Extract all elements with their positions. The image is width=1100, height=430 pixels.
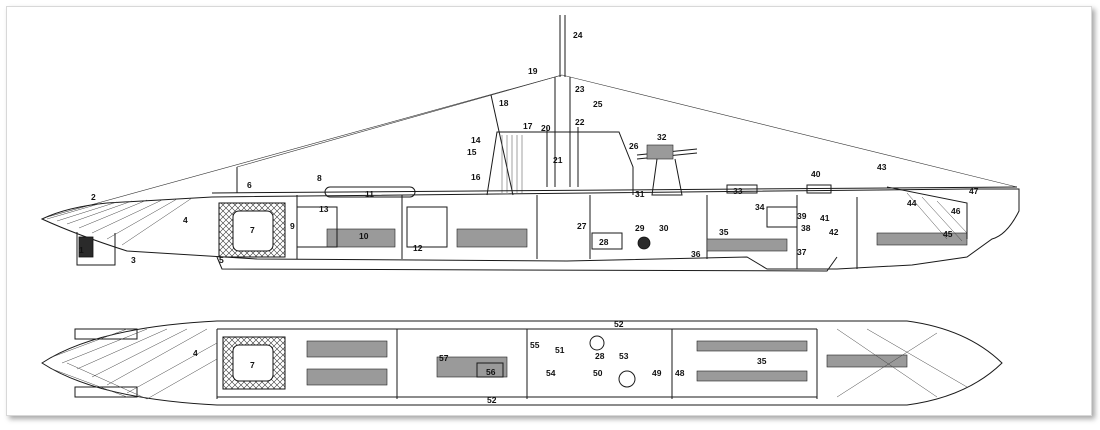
label-40: 40 [811, 169, 821, 179]
label-25: 25 [593, 99, 603, 109]
label-12: 12 [413, 243, 423, 253]
label-42: 42 [829, 227, 839, 237]
label-16: 16 [471, 172, 481, 182]
label-6: 6 [247, 180, 252, 190]
plan-label-49: 49 [652, 368, 662, 378]
label-35: 35 [719, 227, 729, 237]
label-8: 8 [317, 173, 322, 183]
label-39: 39 [797, 211, 807, 221]
label-22: 22 [575, 117, 585, 127]
label-46: 46 [951, 206, 961, 216]
label-43: 43 [877, 162, 887, 172]
plan-label-57: 57 [439, 353, 449, 363]
plan-label-51: 51 [555, 345, 565, 355]
plan-label-4: 4 [193, 348, 198, 358]
label-26: 26 [629, 141, 639, 151]
label-36: 36 [691, 249, 701, 259]
label-23: 23 [575, 84, 585, 94]
label-20: 20 [541, 123, 551, 133]
label-45: 45 [943, 229, 953, 239]
plan-label-28: 28 [595, 351, 605, 361]
label-29: 29 [635, 223, 645, 233]
label-34: 34 [755, 202, 765, 212]
label-27: 27 [577, 221, 587, 231]
label-4: 4 [183, 215, 188, 225]
label-10: 10 [359, 231, 369, 241]
label-41: 41 [820, 213, 830, 223]
label-30: 30 [659, 223, 669, 233]
side-profile [40, 15, 1020, 272]
plan-label-35: 35 [757, 356, 767, 366]
plan-label-50: 50 [593, 368, 603, 378]
label-9: 9 [290, 221, 295, 231]
label-28: 28 [599, 237, 609, 247]
label-37: 37 [797, 247, 807, 257]
label-47: 47 [969, 186, 979, 196]
submarine-drawing: 1 2 3 4 5 6 7 8 9 10 11 12 13 14 15 16 1… [40, 15, 1020, 406]
plan-label-7: 7 [250, 360, 255, 370]
label-21: 21 [553, 155, 563, 165]
label-5: 5 [219, 255, 224, 265]
label-7: 7 [250, 225, 255, 235]
label-11: 11 [365, 189, 374, 199]
plan-label-56: 56 [486, 367, 496, 377]
plan-view [41, 320, 1003, 406]
plan-label-52-top: 52 [614, 319, 624, 329]
label-2: 2 [91, 192, 96, 202]
label-31: 31 [635, 189, 645, 199]
label-32: 32 [657, 132, 667, 142]
plan-label-52-bottom: 52 [487, 395, 497, 405]
label-24: 24 [573, 30, 583, 40]
plan-label-53: 53 [619, 351, 629, 361]
label-38: 38 [801, 223, 811, 233]
label-18: 18 [499, 98, 509, 108]
label-1: 1 [79, 245, 84, 255]
label-44: 44 [907, 198, 917, 208]
plan-label-55: 55 [530, 340, 540, 350]
plan-label-48: 48 [675, 368, 685, 378]
drawing-frame: 1 2 3 4 5 6 7 8 9 10 11 12 13 14 15 16 1… [6, 6, 1092, 416]
label-19: 19 [528, 66, 538, 76]
profile-labels: 1 2 3 4 5 6 7 8 9 10 11 12 13 14 15 16 1… [79, 30, 979, 265]
label-15: 15 [467, 147, 477, 157]
plan-labels: 4 7 57 56 55 54 53 52 51 50 49 48 28 35 … [193, 319, 767, 405]
label-17: 17 [523, 121, 533, 131]
plan-label-54: 54 [546, 368, 556, 378]
label-3: 3 [131, 255, 136, 265]
label-14: 14 [471, 135, 481, 145]
label-33: 33 [733, 186, 743, 196]
label-13: 13 [319, 204, 329, 214]
